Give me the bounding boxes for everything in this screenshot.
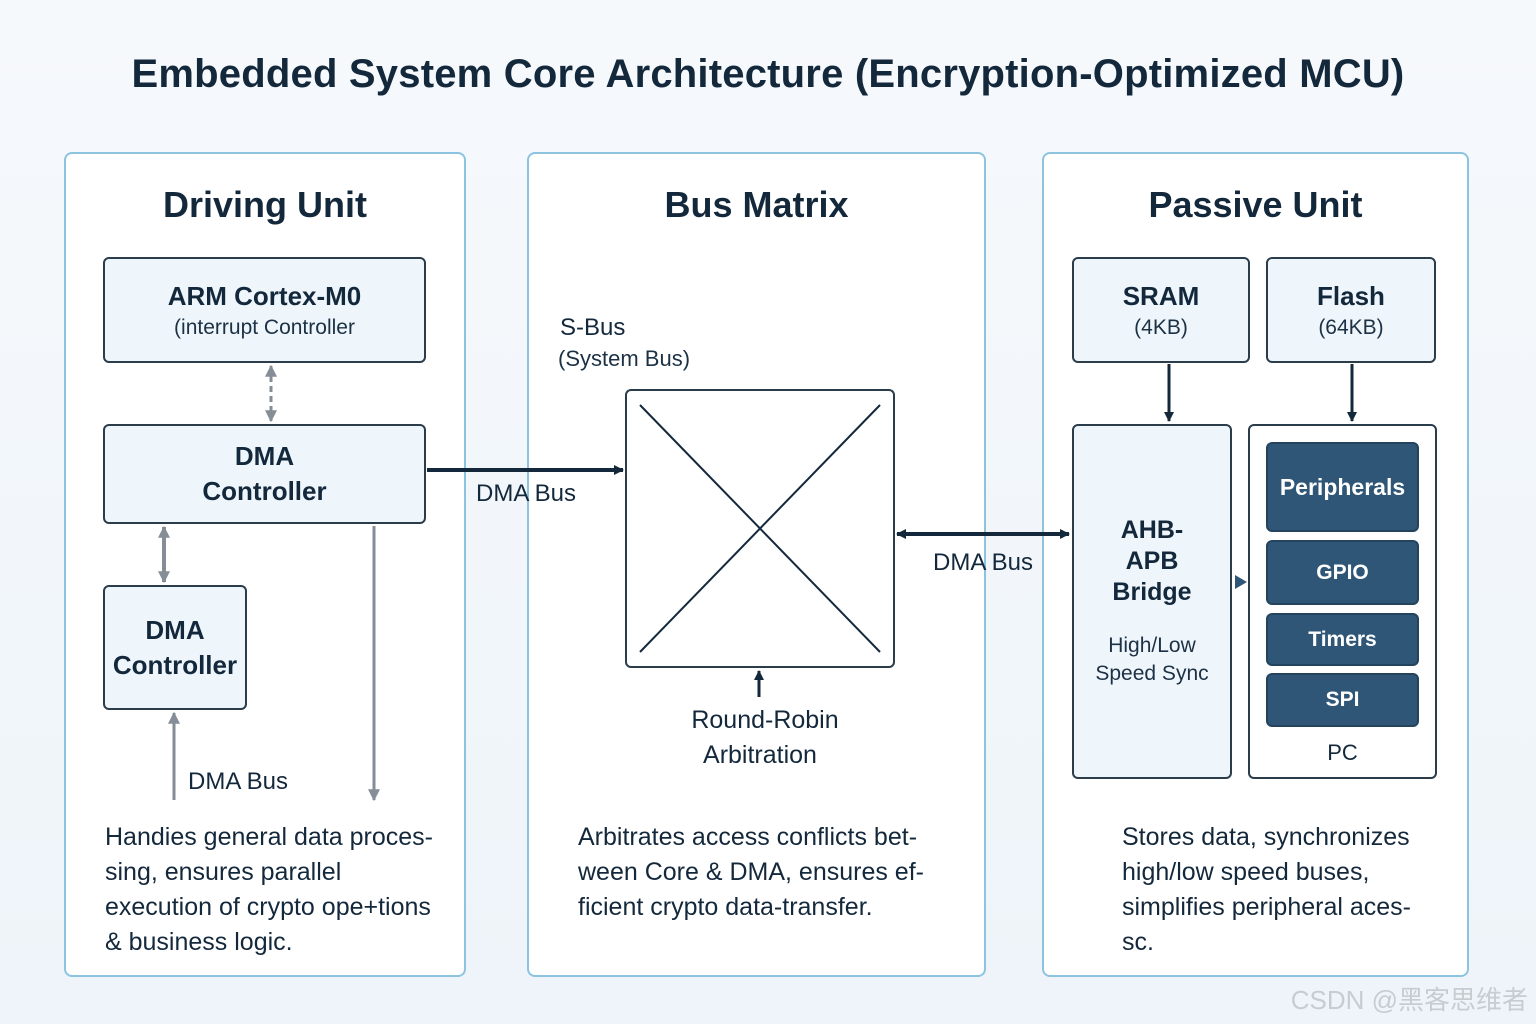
watermark: CSDN @黑客思维者	[1290, 985, 1528, 1015]
ahb-apb-bridge-box: AHB- APB Bridge High/Low Speed Sync	[1072, 424, 1232, 779]
passive-desc-line: simplifies peripheral aces-	[1122, 893, 1412, 921]
bridge-sub2: Speed Sync	[1095, 662, 1209, 685]
sbus-sub-label: (System Bus)	[558, 346, 691, 371]
passive-unit-title: Passive Unit	[1148, 184, 1363, 225]
bridge-line1: AHB-	[1120, 516, 1184, 544]
cpu-box: ARM Cortex-M0 (interrupt Controller	[103, 257, 426, 363]
driving-desc-line: execution of crypto ope+tions	[105, 893, 431, 921]
driving-desc-line: & business logic.	[105, 928, 293, 956]
arbitration-line2: Arbitration	[703, 741, 817, 769]
flash-size: (64KB)	[1318, 315, 1384, 339]
bridge-sub1: High/Low	[1108, 634, 1196, 657]
sbus-label: S-Bus	[560, 314, 626, 341]
pc-label: PC	[1327, 740, 1358, 765]
bus-dma-label-left: DMA Bus	[476, 480, 577, 507]
driving-unit-description: Handies general data proces- sing, ensur…	[105, 820, 460, 960]
driving-unit-title: Driving Unit	[163, 184, 367, 225]
driving-desc-line: Handies general data proces-	[105, 823, 433, 851]
page-title: Embedded System Core Architecture (Encry…	[131, 52, 1405, 96]
dma-controller-bottom-box: DMA Controller	[103, 585, 247, 710]
passive-desc-line: Stores data, synchronizes	[1122, 823, 1410, 851]
crossbar-diagonal	[639, 404, 881, 653]
cpu-sub: (interrupt Controller	[174, 315, 355, 339]
dma-top-line1: DMA	[234, 441, 295, 471]
bus-desc-line: ween Core & DMA, ensures ef-	[578, 858, 924, 886]
flash-box: Flash (64KB)	[1266, 257, 1436, 363]
cpu-name: ARM Cortex-M0	[167, 280, 362, 311]
passive-desc-line: high/low speed buses,	[1122, 858, 1370, 886]
bus-dma-label-right: DMA Bus	[933, 549, 1034, 576]
gpio-block: GPIO	[1266, 540, 1419, 605]
bus-matrix-title: Bus Matrix	[664, 184, 849, 225]
timers-block: Timers	[1266, 613, 1419, 666]
sram-box: SRAM (4KB)	[1072, 257, 1250, 363]
sram-size: (4KB)	[1134, 315, 1188, 339]
bridge-line2: APB	[1125, 547, 1179, 575]
bridge-to-peripherals-pointer	[1235, 575, 1247, 589]
driving-dma-bus-label: DMA Bus	[188, 768, 289, 795]
dma-bottom-line1: DMA	[145, 614, 205, 645]
arbitration-line1: Round-Robin	[691, 706, 839, 734]
dma-bottom-line2: Controller	[112, 649, 238, 680]
flash-name: Flash	[1317, 280, 1385, 311]
passive-desc-line: sc.	[1122, 928, 1154, 956]
spi-block: SPI	[1266, 673, 1419, 727]
bus-desc-line: ficient crypto data-transfer.	[578, 893, 873, 921]
peripherals-header: Peripherals	[1266, 442, 1419, 532]
bridge-line3: Bridge	[1112, 578, 1192, 606]
dma-controller-top-box: DMA Controller	[103, 424, 426, 524]
dma-top-line2: Controller	[202, 476, 327, 506]
sram-name: SRAM	[1122, 280, 1200, 311]
bus-matrix-description: Arbitrates access conflicts bet- ween Co…	[578, 820, 978, 925]
bus-desc-line: Arbitrates access conflicts bet-	[578, 823, 918, 851]
driving-desc-line: sing, ensures parallel	[105, 858, 342, 886]
passive-unit-description: Stores data, synchronizes high/low speed…	[1122, 820, 1452, 960]
